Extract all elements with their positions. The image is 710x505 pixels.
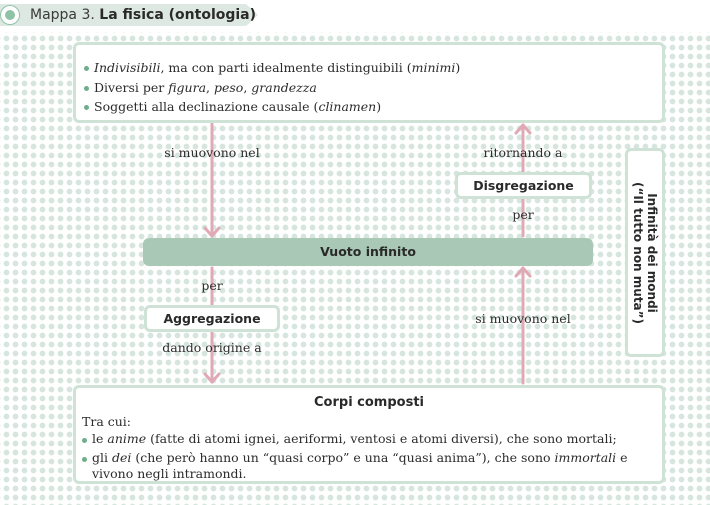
- arrowhead-top-to-vuoto: [203, 226, 221, 238]
- italic-term: peso: [213, 79, 244, 95]
- corpi-composti-list: le anime (fatte di atomi ignei, aeriform…: [82, 431, 657, 485]
- text-run: (fatte di atomi ignei, aeriformi, ventos…: [146, 431, 617, 446]
- label-ritornando-a: ritornando a: [483, 145, 563, 160]
- text-run: ,: [206, 79, 214, 95]
- infinita-dei-mondi-box: Infinità dei mondi (“Il tutto non muta”): [625, 148, 665, 357]
- side-line-2: (“Il tutto non muta”): [631, 181, 645, 324]
- text-run: Soggetti alla declinazione causale (: [94, 99, 319, 114]
- list-item: Soggetti alla declinazione causale (clin…: [84, 97, 662, 117]
- list-item: gli dei (che però hanno un “quasi corpo”…: [82, 450, 657, 483]
- list-item: Diversi per figura, peso, grandezza: [84, 78, 662, 98]
- arrowhead-vuoto-to-top: [514, 123, 532, 135]
- text-run: ): [455, 60, 461, 75]
- corpi-composti-box: Corpi composti Tra cui: le anime (fatte …: [73, 385, 665, 484]
- text-run: e vivono negli intramondi.: [92, 449, 628, 482]
- label-si-muovono-nel-left: si muovono nel: [164, 145, 260, 160]
- text-run: gli: [92, 449, 112, 465]
- title-circle-icon: [1, 6, 19, 24]
- text-run: ): [376, 99, 382, 114]
- text-run: ,: [243, 79, 252, 95]
- title-tab: [0, 4, 258, 26]
- side-line-1: Infinità dei mondi: [645, 192, 659, 313]
- title-prefix: Mappa 3.: [30, 7, 95, 23]
- page-title: Mappa 3. La fisica (ontologia): [30, 5, 256, 25]
- text-run: (che però hanno un “quasi corpo” e una “…: [131, 449, 555, 465]
- node-disgregazione: Disgregazione: [455, 172, 592, 199]
- corpi-composti-title: Corpi composti: [314, 395, 424, 410]
- arrowhead-bottom-to-vuoto: [514, 266, 532, 278]
- node-aggregazione: Aggregazione: [144, 305, 280, 332]
- italic-term: Indivisibili: [94, 60, 161, 75]
- corpi-composti-intro: Tra cui:: [82, 414, 131, 429]
- italic-term: anime: [107, 431, 147, 446]
- label-per-right: per: [512, 207, 534, 222]
- italic-term: grandezza: [251, 79, 317, 95]
- label-dando-origine-a: dando origine a: [162, 340, 262, 355]
- text-run: Diversi per: [94, 79, 169, 95]
- atoms-properties-box: Indivisibili, ma con parti idealmente di…: [73, 42, 665, 123]
- label-per-left: per: [201, 278, 223, 293]
- italic-term: clinamen: [318, 99, 377, 114]
- node-vuoto-infinito: Vuoto infinito: [143, 238, 593, 266]
- list-item: le anime (fatte di atomi ignei, aeriform…: [82, 431, 657, 448]
- text-run: , ma con parti idealmente distinguibili …: [160, 60, 412, 75]
- atoms-properties-list: Indivisibili, ma con parti idealmente di…: [84, 58, 662, 117]
- italic-term: figura: [168, 79, 207, 95]
- title-main: La fisica (ontologia): [99, 7, 257, 23]
- list-item: Indivisibili, ma con parti idealmente di…: [84, 58, 662, 78]
- italic-term: immortali: [554, 449, 617, 465]
- arrowhead-vuoto-to-bottom: [203, 372, 221, 384]
- label-si-muovono-nel-right: si muovono nel: [475, 311, 571, 326]
- text-run: le: [92, 431, 108, 446]
- italic-term: dei: [111, 449, 132, 465]
- infinita-dei-mondi-text: Infinità dei mondi (“Il tutto non muta”): [631, 153, 659, 353]
- italic-term: minimi: [411, 60, 456, 75]
